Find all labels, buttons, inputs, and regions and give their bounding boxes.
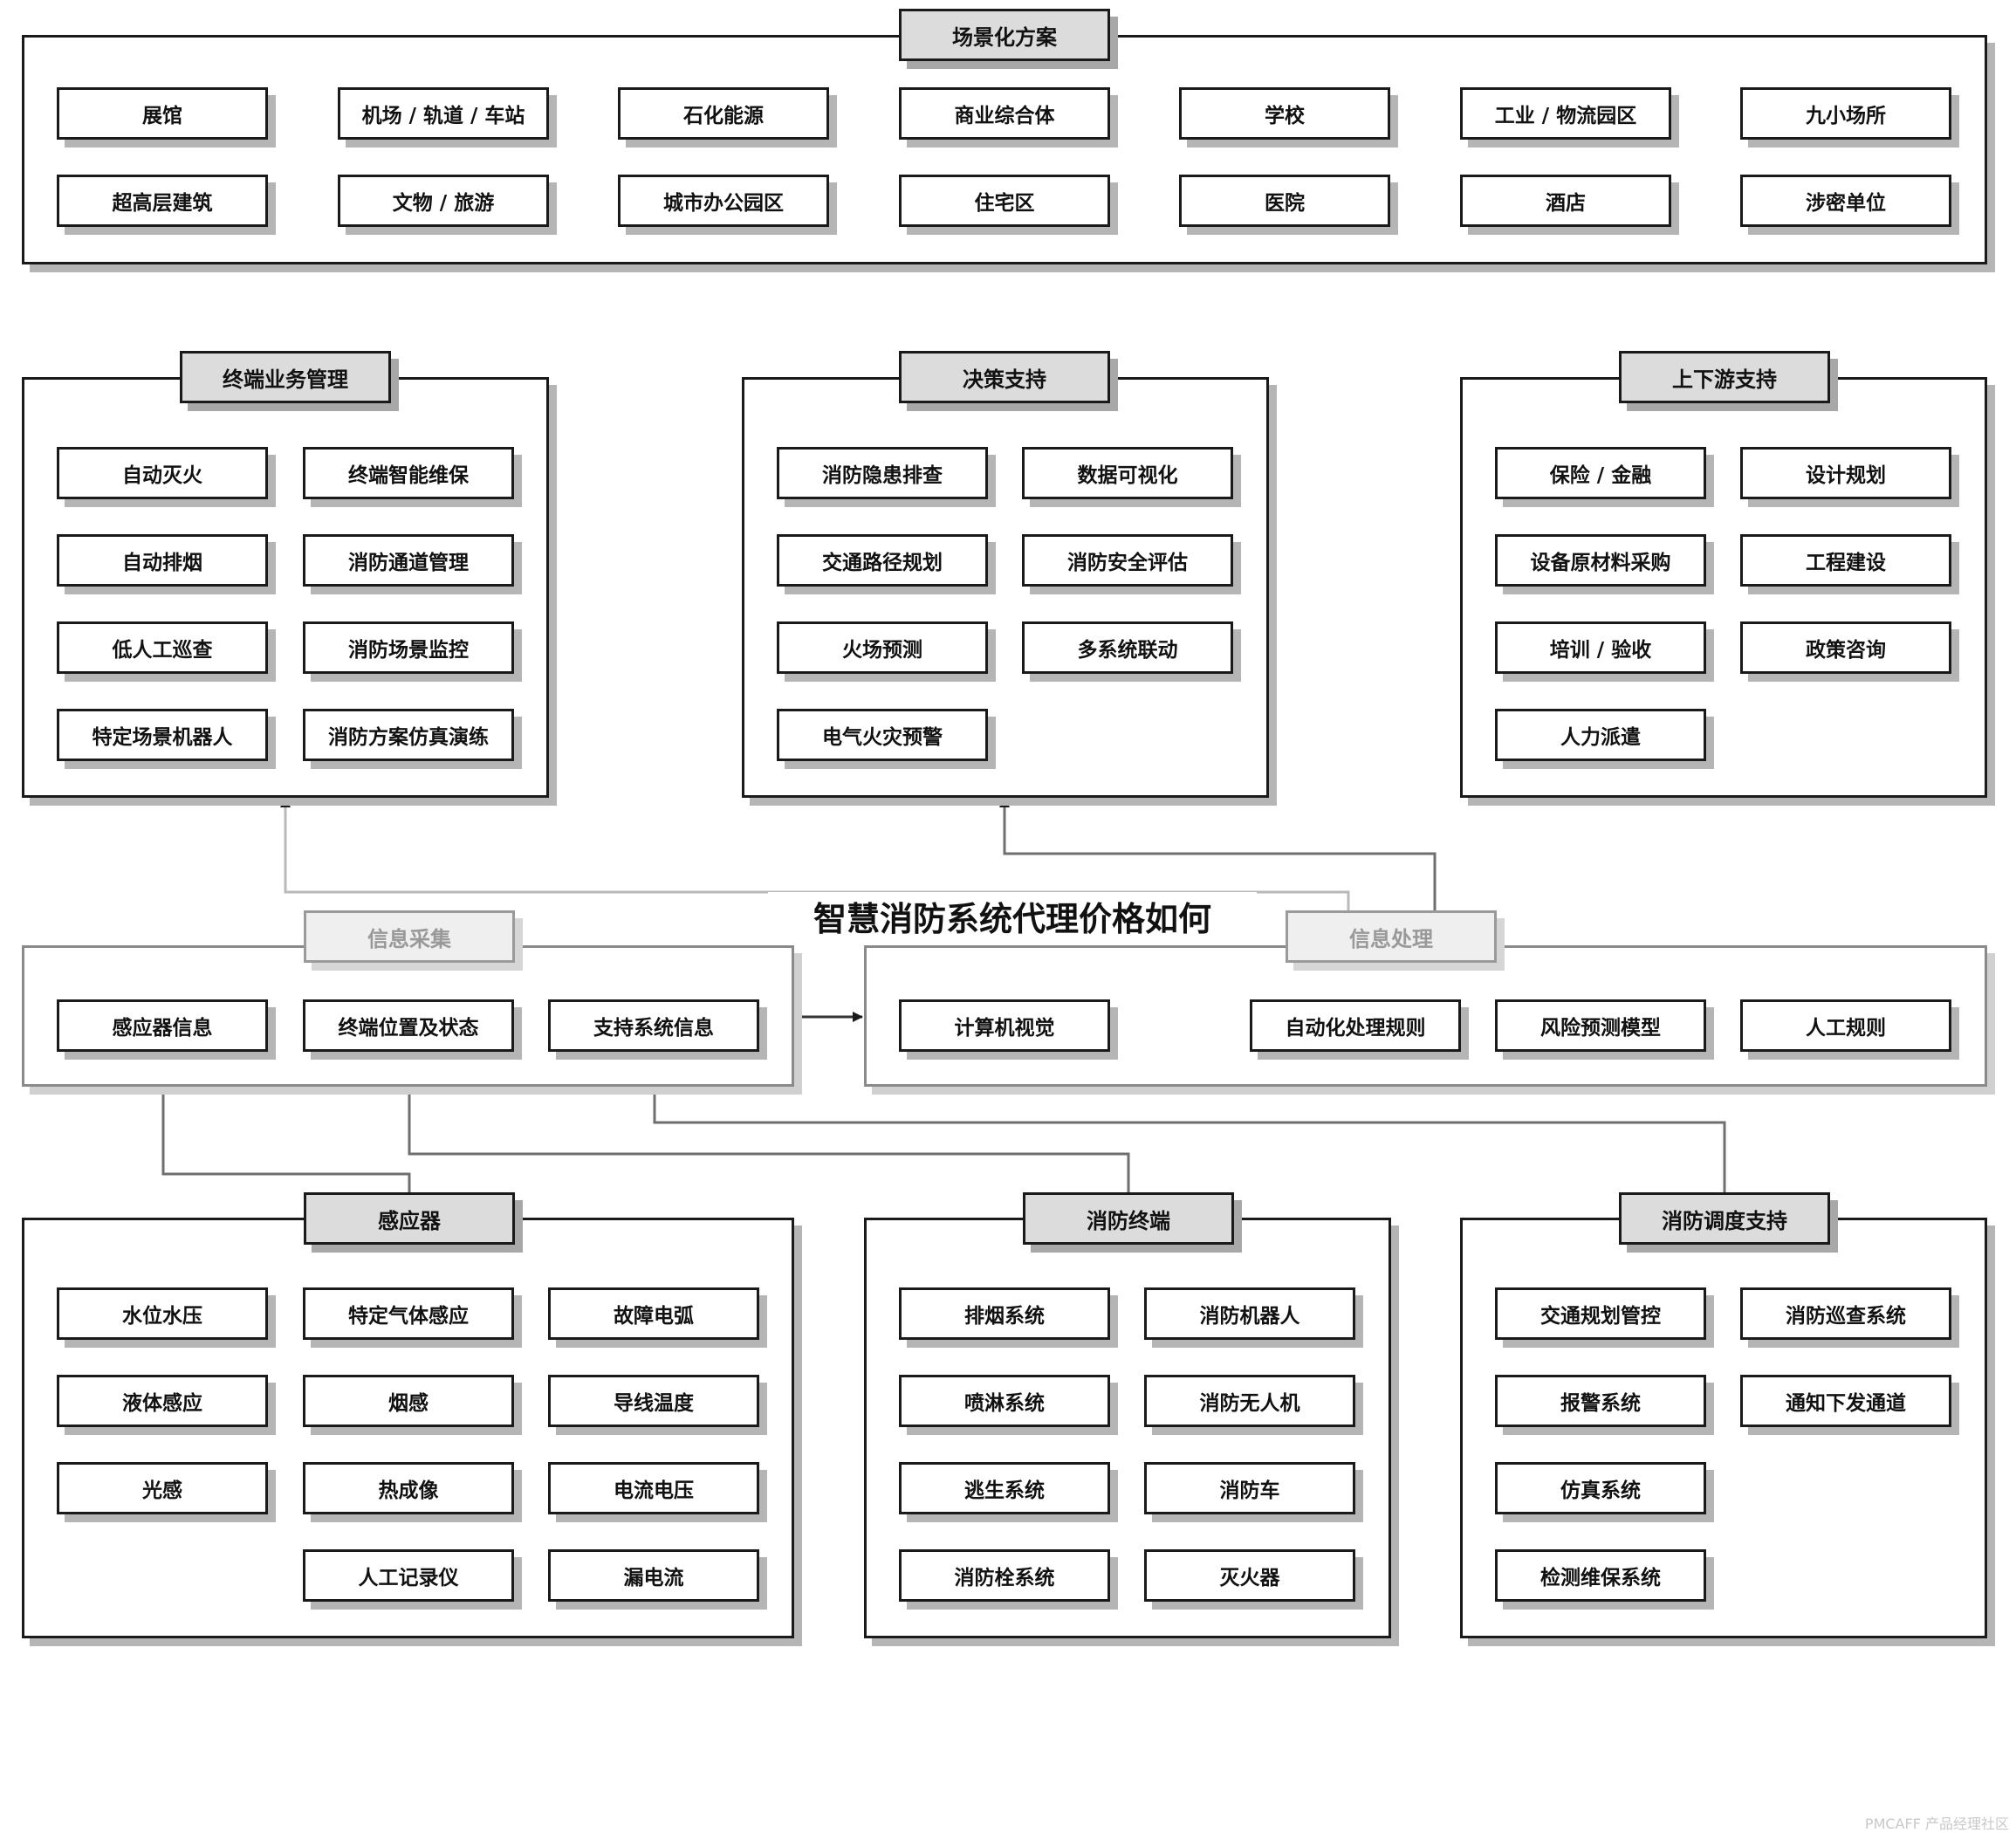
watermark: PMCAFF 产品经理社区 [1864,1816,2009,1832]
terminal-mgmt-item: 自动排烟 [57,534,268,587]
decision-item: 火场预测 [777,621,988,674]
scenario-item: 机场 / 轨道 / 车站 [338,87,549,140]
sensor-item: 故障电弧 [548,1287,759,1340]
decision-item: 消防安全评估 [1022,534,1233,587]
terminal-mgmt-item: 特定场景机器人 [57,709,268,761]
fire-terminal-item: 逃生系统 [899,1462,1110,1514]
page-title: 智慧消防系统代理价格如何 [768,892,1257,940]
info-process-item: 自动化处理规则 [1250,999,1461,1052]
sensor-item: 人工记录仪 [303,1549,514,1602]
scenario-item: 工业 / 物流园区 [1460,87,1671,140]
updown-item: 人力派遣 [1495,709,1706,761]
connector-terminal-to-position [404,1052,1130,1192]
group-title-info-process: 信息处理 [1286,910,1497,963]
fire-terminal-item: 消防无人机 [1144,1375,1355,1427]
dispatch-item: 仿真系统 [1495,1462,1706,1514]
sensor-item: 电流电压 [548,1462,759,1514]
scenario-item: 医院 [1179,175,1390,227]
group-title-fire-terminal: 消防终端 [1023,1192,1234,1245]
info-collect-item: 支持系统信息 [548,999,759,1052]
updown-item: 工程建设 [1740,534,1951,587]
scenario-item: 学校 [1179,87,1390,140]
terminal-mgmt-item: 消防场景监控 [303,621,514,674]
scenario-item: 住宅区 [899,175,1110,227]
info-collect-item: 终端位置及状态 [303,999,514,1052]
decision-item: 数据可视化 [1022,447,1233,499]
info-process-item: 人工规则 [1740,999,1951,1052]
group-title-scenario: 场景化方案 [899,9,1110,61]
decision-item: 消防隐患排查 [777,447,988,499]
decision-item: 交通路径规划 [777,534,988,587]
sensor-item: 特定气体感应 [303,1287,514,1340]
terminal-mgmt-item: 自动灭火 [57,447,268,499]
scenario-item: 文物 / 旅游 [338,175,549,227]
updown-item: 培训 / 验收 [1495,621,1706,674]
decision-item: 多系统联动 [1022,621,1233,674]
dispatch-item: 消防巡查系统 [1740,1287,1951,1340]
sensor-item: 光感 [57,1462,268,1514]
scenario-item: 九小场所 [1740,87,1951,140]
sensor-item: 烟感 [303,1375,514,1427]
info-process-item: 风险预测模型 [1495,999,1706,1052]
group-title-sensor: 感应器 [304,1192,515,1245]
updown-item: 保险 / 金融 [1495,447,1706,499]
group-scenario [22,35,1987,264]
dispatch-item: 交通规划管控 [1495,1287,1706,1340]
scenario-item: 酒店 [1460,175,1671,227]
group-title-info-collect: 信息采集 [304,910,515,963]
updown-item: 设备原材料采购 [1495,534,1706,587]
group-title-dispatch: 消防调度支持 [1619,1192,1830,1245]
terminal-mgmt-item: 低人工巡查 [57,621,268,674]
terminal-mgmt-item: 终端智能维保 [303,447,514,499]
scenario-item: 超高层建筑 [57,175,268,227]
fire-terminal-item: 喷淋系统 [899,1375,1110,1427]
scenario-item: 展馆 [57,87,268,140]
sensor-item: 热成像 [303,1462,514,1514]
dispatch-item: 报警系统 [1495,1375,1706,1427]
connector-process-to-decision [999,797,1437,918]
fire-terminal-item: 消防栓系统 [899,1549,1110,1602]
fire-terminal-item: 排烟系统 [899,1287,1110,1340]
dispatch-item: 通知下发通道 [1740,1375,1951,1427]
sensor-item: 漏电流 [548,1549,759,1602]
decision-item: 电气火灾预警 [777,709,988,761]
info-process-item: 计算机视觉 [899,999,1110,1052]
group-title-terminal-mgmt: 终端业务管理 [180,351,391,403]
updown-item: 设计规划 [1740,447,1951,499]
sensor-item: 液体感应 [57,1375,268,1427]
connector-sensor-to-sensor-info [158,1052,411,1192]
info-collect-item: 感应器信息 [57,999,268,1052]
fire-terminal-item: 消防机器人 [1144,1287,1355,1340]
group-title-decision: 决策支持 [899,351,1110,403]
scenario-item: 涉密单位 [1740,175,1951,227]
group-title-updown: 上下游支持 [1619,351,1830,403]
terminal-mgmt-item: 消防方案仿真演练 [303,709,514,761]
updown-item: 政策咨询 [1740,621,1951,674]
scenario-item: 石化能源 [618,87,829,140]
sensor-item: 导线温度 [548,1375,759,1427]
fire-terminal-item: 消防车 [1144,1462,1355,1514]
terminal-mgmt-item: 消防通道管理 [303,534,514,587]
scenario-item: 商业综合体 [899,87,1110,140]
connector-dispatch-to-support-info [649,1052,1726,1192]
fire-terminal-item: 灭火器 [1144,1549,1355,1602]
scenario-item: 城市办公园区 [618,175,829,227]
dispatch-item: 检测维保系统 [1495,1549,1706,1602]
sensor-item: 水位水压 [57,1287,268,1340]
